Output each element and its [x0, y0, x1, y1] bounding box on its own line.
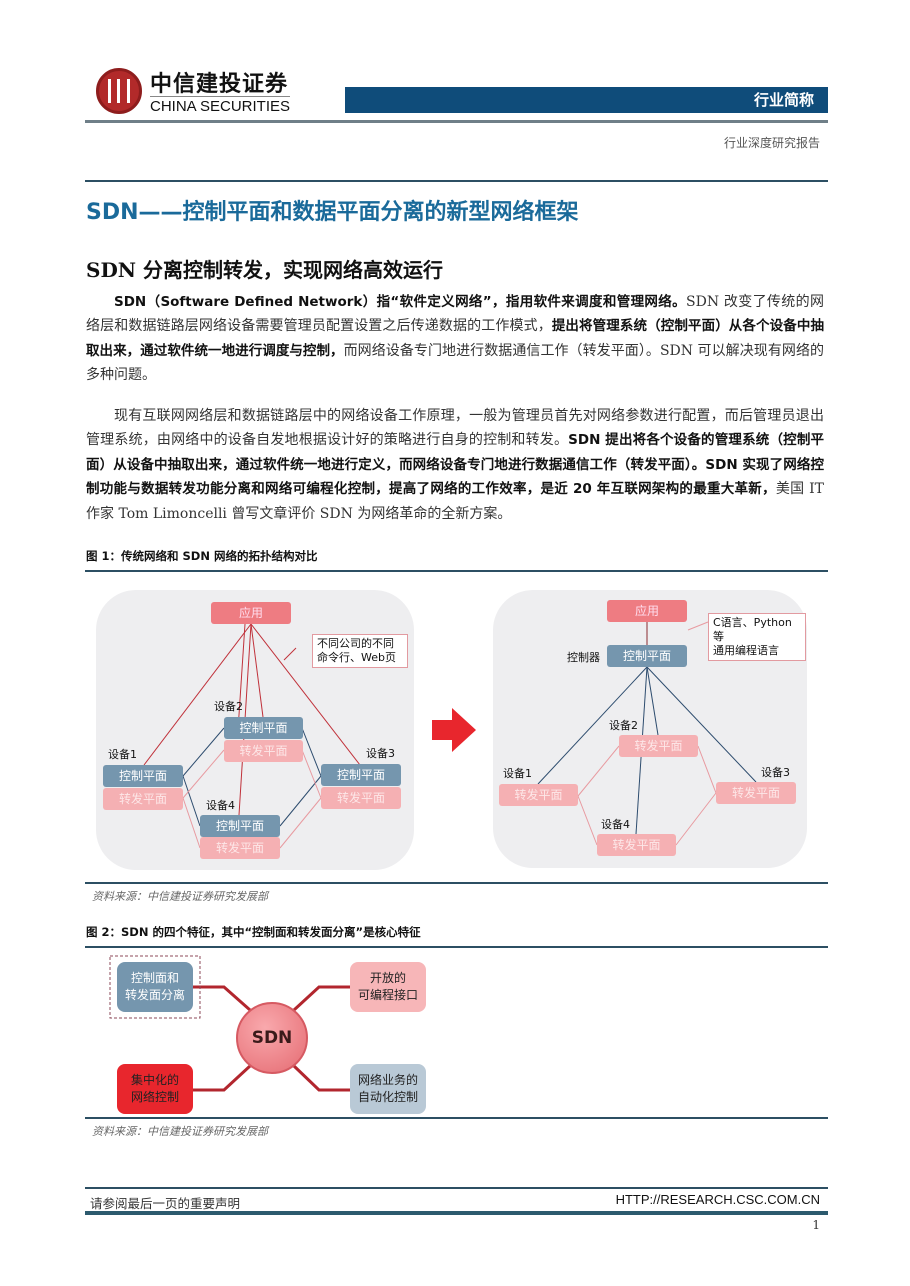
transition-arrow-icon	[432, 708, 476, 752]
feature-separation-line2: 转发面分离	[124, 988, 185, 1002]
right-note-line2: 通用编程语言	[713, 644, 779, 657]
feature-open-line1: 开放的	[369, 971, 406, 985]
figure2-bottom-rule	[85, 1117, 828, 1119]
device3-forward-plane: 转发平面	[321, 787, 401, 809]
csc-logo-icon	[96, 68, 142, 114]
footer-bottom-rule	[85, 1211, 828, 1215]
left-note: 不同公司的不同 命令行、Web页	[312, 634, 408, 668]
figure1-title: 图 1：传统网络和 SDN 网络的拓扑结构对比	[86, 549, 318, 563]
title-divider	[85, 180, 828, 182]
sub-title: SDN 分离控制转发，实现网络高效运行	[86, 258, 444, 282]
footer-url-link[interactable]: HTTP://RESEARCH.CSC.COM.CN	[615, 1192, 820, 1207]
right-device2-label: 设备2	[609, 719, 638, 732]
left-note-line2: 命令行、Web页	[317, 651, 396, 664]
device2-control-plane: 控制平面	[224, 717, 303, 739]
feature-centralized-line2: 网络控制	[130, 1090, 179, 1104]
industry-label-bar: 行业简称	[345, 87, 828, 113]
report-type: 行业深度研究报告	[723, 136, 820, 150]
device3-label: 设备3	[366, 747, 395, 760]
controller-control-plane: 控制平面	[607, 645, 687, 667]
figure1-source: 资料来源：中信建投证券研究发展部	[92, 890, 268, 903]
paragraph-1: SDN（Software Defined Network）指“软件定义网络”，指…	[86, 290, 824, 388]
device4-forward-plane: 转发平面	[200, 837, 280, 859]
right-note-line1: C语言、Python等	[713, 616, 792, 643]
logo-en-text: CHINA SECURITIES	[150, 96, 291, 115]
device1-label: 设备1	[108, 748, 137, 761]
controller-label: 控制器	[567, 651, 600, 664]
right-device3-forward-plane: 转发平面	[716, 782, 796, 804]
page-number: 1	[812, 1218, 820, 1232]
para2-text-2: 美国 IT 作家 Tom Limoncelli 曾写文章评价 SDN 为网络革命…	[86, 481, 824, 522]
para1-text-2: 而网络设备专门地进行数据通信工作（转发平面）。SDN 可以解决现有网络的多种问题…	[86, 342, 825, 384]
device1-forward-plane: 转发平面	[103, 788, 183, 810]
feature-centralized-line1: 集中化的	[130, 1073, 179, 1087]
figure1-bottom-rule	[85, 882, 828, 884]
figure2-top-rule	[85, 946, 828, 948]
right-device3-label: 设备3	[761, 766, 790, 779]
feature-separation-line1: 控制面和	[130, 971, 179, 985]
sdn-center-node: SDN	[236, 1002, 308, 1074]
para1-text-1: SDN 改变了传统的网络层和数据链路层网络设备需要管理员配置设置之后传递数据的工…	[86, 294, 825, 335]
paragraph-2: 现有互联网网络层和数据链路层中的网络设备工作原理，一般为管理员首先对网络参数进行…	[86, 404, 824, 526]
device2-forward-plane: 转发平面	[224, 740, 303, 762]
left-note-line1: 不同公司的不同	[317, 637, 394, 650]
header-divider	[85, 120, 828, 123]
device1-control-plane: 控制平面	[103, 765, 183, 787]
right-device1-forward-plane: 转发平面	[499, 784, 578, 806]
device3-control-plane: 控制平面	[321, 764, 401, 786]
feature-open-interface: 开放的 可编程接口	[350, 962, 426, 1012]
logo-cn-text: 中信建投证券	[150, 72, 289, 97]
device2-label: 设备2	[214, 700, 243, 713]
feature-automation-line1: 网络业务的	[357, 1073, 418, 1087]
feature-centralized-control: 集中化的 网络控制	[117, 1064, 193, 1114]
figure2-title: 图 2：SDN 的四个特征，其中“控制面和转发面分离”是核心特征	[86, 925, 421, 939]
footer-top-rule	[85, 1187, 828, 1189]
right-device2-forward-plane: 转发平面	[619, 735, 698, 757]
right-device4-forward-plane: 转发平面	[597, 834, 676, 856]
figure2-source: 资料来源：中信建投证券研究发展部	[92, 1125, 268, 1138]
feature-separation: 控制面和 转发面分离	[117, 962, 193, 1012]
right-note: C语言、Python等 通用编程语言	[708, 613, 806, 661]
figure1-top-rule	[85, 570, 828, 572]
right-device4-label: 设备4	[601, 818, 630, 831]
footer-disclaimer: 请参阅最后一页的重要声明	[90, 1196, 241, 1211]
para1-bold-1: SDN（Software Defined Network）指“软件定义网络”，指…	[114, 294, 686, 310]
feature-automation-line2: 自动化控制	[357, 1090, 418, 1104]
feature-automation: 网络业务的 自动化控制	[350, 1064, 426, 1114]
feature-open-line2: 可编程接口	[357, 988, 418, 1002]
right-app-box: 应用	[607, 600, 687, 622]
device4-label: 设备4	[206, 799, 235, 812]
para2-text-1: 现有互联网网络层和数据链路层中的网络设备工作原理，一般为管理员首先对网络参数进行…	[86, 408, 824, 449]
para1-bold-2: 提出将管理系统（控制平面）从各个设备中抽取出来，通过软件统一地进行调度与控制，	[86, 318, 825, 359]
left-app-box: 应用	[211, 602, 291, 624]
device4-control-plane: 控制平面	[200, 815, 280, 837]
right-device1-label: 设备1	[503, 767, 532, 780]
para2-bold-1: SDN 提出将各个设备的管理系统（控制平面）从设备中抽取出来，通过软件统一地进行…	[86, 432, 824, 498]
section-title: SDN——控制平面和数据平面分离的新型网络框架	[86, 200, 579, 225]
